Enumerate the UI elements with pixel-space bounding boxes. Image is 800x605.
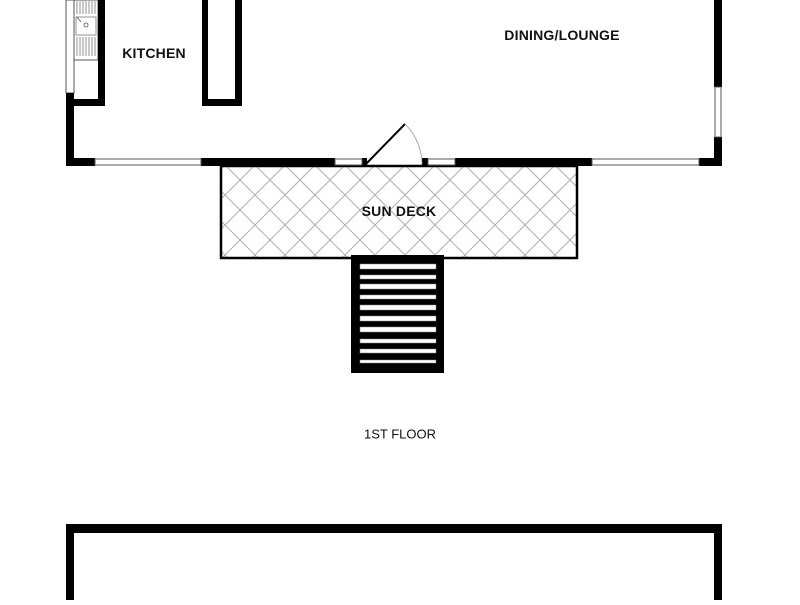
walls [66,0,722,166]
door [365,123,423,165]
window [334,158,363,166]
sun-deck [219,164,579,260]
windows [94,86,722,166]
stairs [351,255,444,373]
room-label-sun-deck: SUN DECK [361,203,437,219]
sink-drain-icon [83,22,89,28]
room-label-kitchen: KITCHEN [122,45,186,61]
window [714,86,722,138]
kitchen-bench [65,0,99,94]
window [427,158,456,166]
kitchen-island-top [208,0,235,99]
room-label-dining-lounge: DINING/LOUNGE [504,27,620,43]
tap-icon [76,16,82,23]
window [591,158,700,166]
window [94,158,202,166]
lower-floor-outline [66,524,722,600]
floor-title: 1ST FLOOR [363,426,437,442]
